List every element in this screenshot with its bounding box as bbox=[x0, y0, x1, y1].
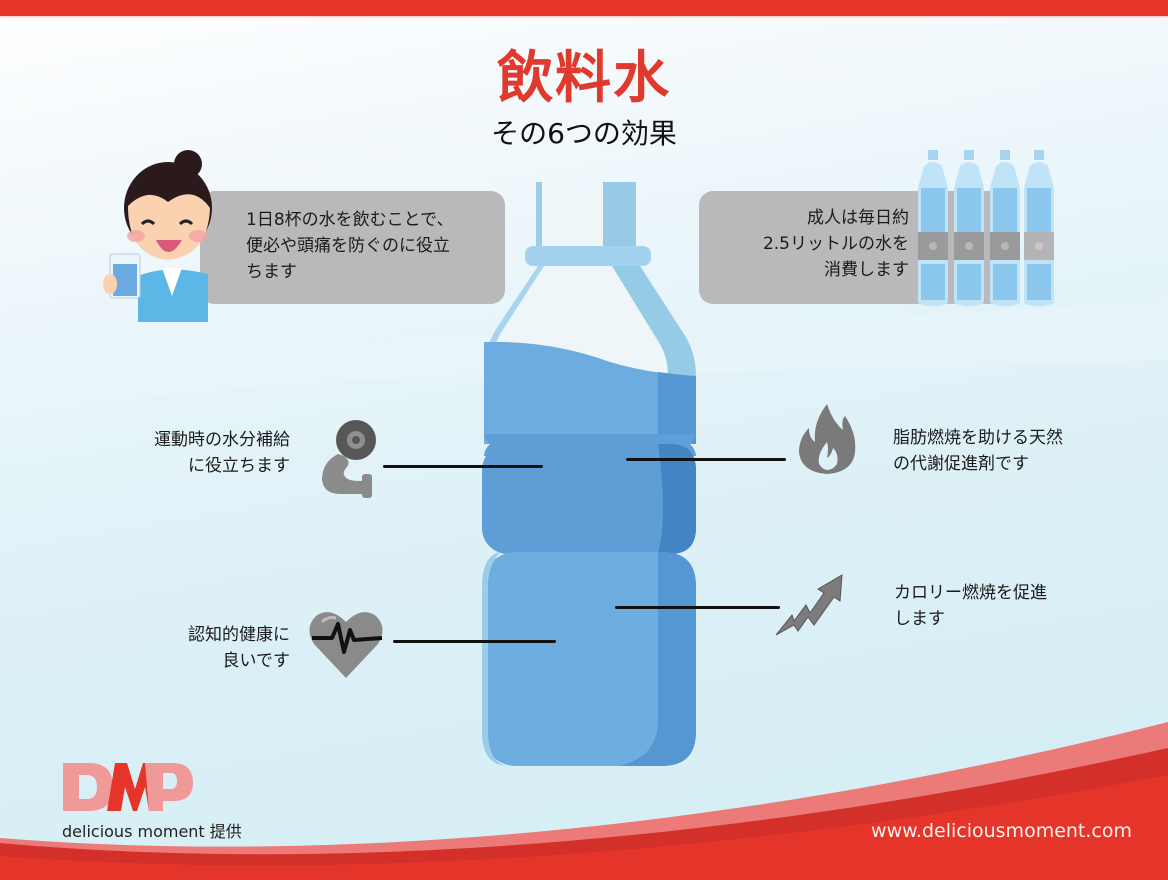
flame-icon bbox=[799, 404, 856, 474]
label-line: します bbox=[894, 609, 945, 629]
connector-line-exercise bbox=[383, 465, 543, 468]
dmp-logo bbox=[63, 763, 193, 811]
water-bottles-illustration bbox=[918, 150, 1054, 307]
central-water-bottle-illustration bbox=[482, 182, 696, 766]
upward-arrow-icon bbox=[775, 574, 843, 636]
connector-line-calorie bbox=[615, 606, 780, 609]
woman-drinking-water-illustration bbox=[103, 150, 212, 322]
top-red-bar bbox=[0, 0, 1168, 16]
benefit-fat-burn-label: 脂肪燃焼を助ける天然 の代謝促進剤です bbox=[893, 425, 1113, 477]
bubble-line: 成人は毎日約 bbox=[807, 208, 909, 228]
bubble-line: 消費します bbox=[824, 260, 909, 280]
bubble-line: 1日8杯の水を飲むことで、 bbox=[246, 210, 454, 230]
label-line: カロリー燃焼を促進 bbox=[894, 583, 1047, 603]
label-line: 認知的健康に bbox=[188, 625, 290, 645]
heartbeat-icon bbox=[309, 612, 383, 678]
flexed-arm-icon bbox=[322, 420, 376, 498]
label-line: に役立ちます bbox=[188, 456, 290, 476]
website-link[interactable]: www.deliciousmoment.com bbox=[871, 820, 1132, 842]
bubble-line: 便必や頭痛を防ぐのに役立 bbox=[246, 236, 450, 256]
benefit-exercise-label: 運動時の水分補給 に役立ちます bbox=[110, 427, 290, 479]
page-subtitle: その6つの効果 bbox=[491, 117, 677, 150]
label-line: 運動時の水分補給 bbox=[154, 430, 290, 450]
connector-line-cognitive bbox=[393, 640, 556, 643]
fact-bubble-daily-cups: 1日8杯の水を飲むことで、 便必や頭痛を防ぐのに役立 ちます bbox=[200, 191, 505, 304]
benefit-cognitive-label: 認知的健康に 良いです bbox=[130, 622, 290, 674]
label-line: 良いです bbox=[222, 651, 291, 671]
connector-line-fat-burn bbox=[626, 458, 786, 461]
label-line: の代謝促進剤です bbox=[893, 454, 1029, 474]
bubble-line: 2.5リットルの水を bbox=[762, 234, 909, 254]
page-title: 飲料水 bbox=[497, 46, 671, 111]
label-line: 脂肪燃焼を助ける天然 bbox=[893, 428, 1063, 448]
bubble-line: ちます bbox=[246, 262, 297, 282]
brand-credit: delicious moment 提供 bbox=[62, 822, 242, 841]
benefit-calorie-label: カロリー燃焼を促進 します bbox=[894, 580, 1094, 632]
